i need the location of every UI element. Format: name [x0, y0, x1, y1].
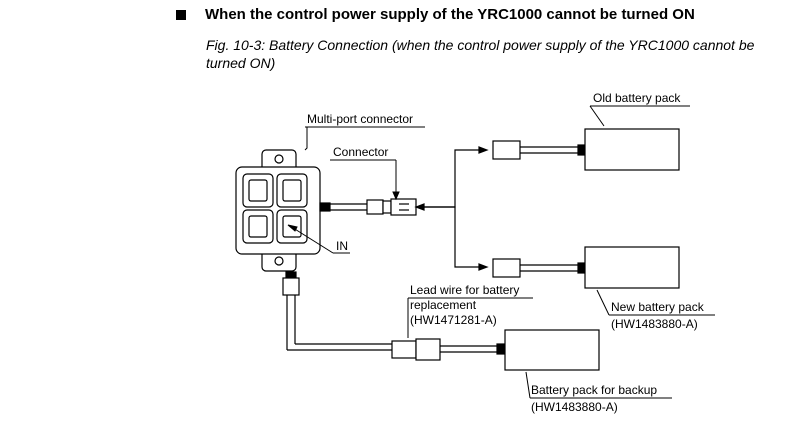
square-bullet-icon	[176, 9, 186, 20]
figure-caption: Fig. 10-3: Battery Connection (when the …	[206, 37, 755, 71]
connector-label: Connector	[333, 145, 388, 159]
new-battery-pack	[492, 246, 680, 289]
section-heading: When the control power supply of the YRC…	[176, 6, 695, 23]
new-battery-label-2: (HW1483880-A)	[611, 317, 698, 331]
leader-lines	[287, 105, 715, 399]
new-battery-label-1: New battery pack	[611, 300, 705, 314]
old-battery-pack	[492, 128, 680, 171]
connection-arrows	[414, 146, 489, 271]
in-label: IN	[336, 239, 348, 253]
lead-wire-label-3: (HW1471281-A)	[410, 313, 497, 327]
old-battery-label: Old battery pack	[593, 91, 681, 105]
backup-battery-label-1: Battery pack for backup	[531, 383, 657, 397]
lead-wire-label-1: Lead wire for battery	[410, 283, 519, 297]
heading-text: When the control power supply of the YRC…	[205, 6, 695, 23]
connector-cable	[319, 198, 417, 216]
multiport-connector	[235, 149, 321, 272]
backup-battery-label-2: (HW1483880-A)	[531, 400, 618, 414]
lead-wire	[282, 271, 600, 371]
multiport-label: Multi-port connector	[307, 112, 413, 126]
lead-wire-label-2: replacement	[410, 298, 477, 312]
